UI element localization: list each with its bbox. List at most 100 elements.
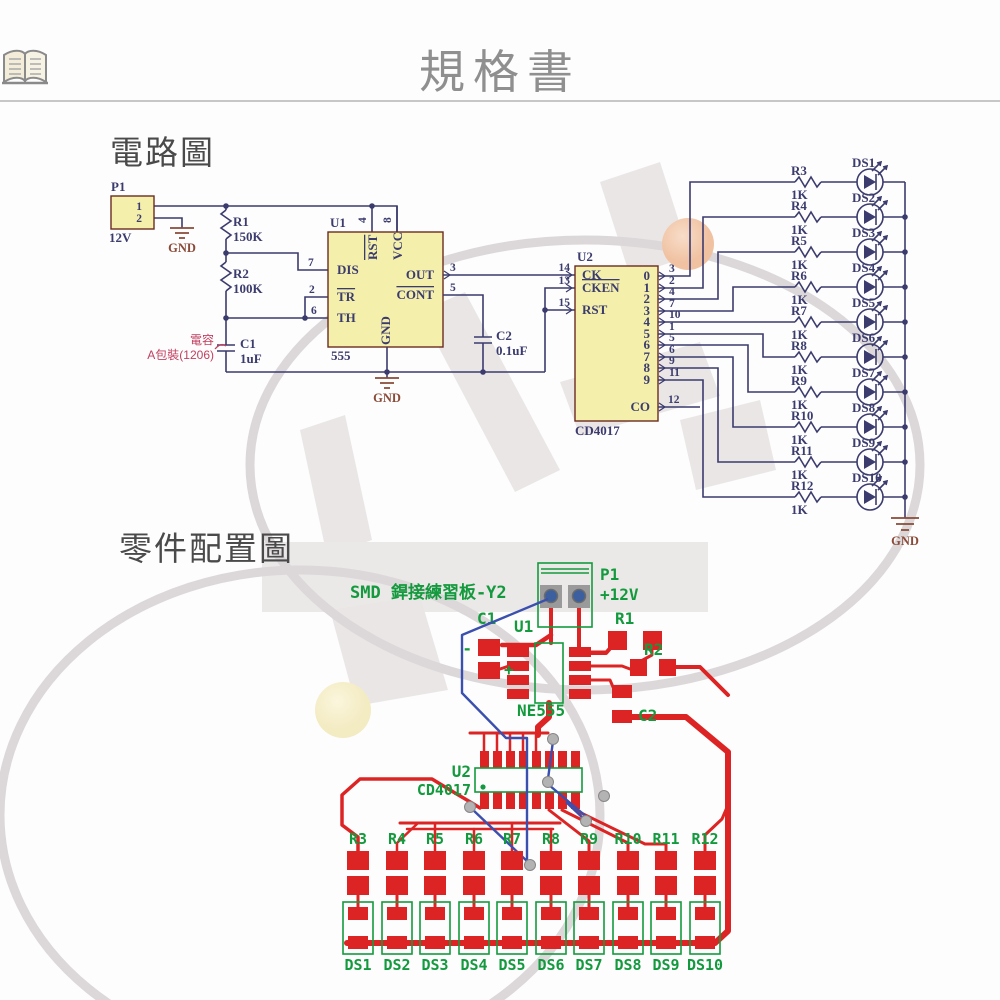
row-led-ref: DS8 — [852, 400, 876, 415]
pcb-c1-plus-mark: + — [504, 660, 514, 679]
pcb-resistor-led-column: R10 DS8 — [612, 830, 644, 974]
u1-part: 555 — [331, 348, 351, 363]
pcb-board-name: SMD 銲接練習板-Y2 — [350, 582, 507, 603]
gnd-symbol-left: GND — [168, 227, 196, 255]
ic-u1-555: U1 555 4 8 RST VCC DIS TR TH OUT CONT GN… — [308, 206, 456, 363]
pcb-led-label: DS1 — [344, 956, 371, 974]
u2-pin14-number: 14 — [559, 262, 571, 274]
led-row: 11 R12 1K DS10 — [658, 367, 906, 517]
c2-ref: C2 — [496, 328, 512, 343]
pcb-led-label: DS10 — [687, 956, 723, 974]
u1-rst-port: RST — [365, 234, 380, 260]
u2-out5-pin: 1 — [669, 321, 675, 333]
pcb-resistor-label: R8 — [542, 830, 560, 848]
u1-pin4-number: 4 — [357, 217, 369, 223]
u1-pin6-number: 6 — [311, 305, 317, 317]
u2-out6-pin: 5 — [669, 332, 675, 344]
u2-q8: 8 — [644, 360, 651, 375]
p1-pin2: 2 — [136, 213, 142, 225]
pcb-resistor-led-column: R8 DS6 — [535, 830, 567, 974]
led-row: 1 R8 1K DS6 — [658, 321, 906, 377]
u2-q6: 6 — [644, 337, 651, 352]
row-resistor-ref: R11 — [791, 443, 813, 458]
u2-q1: 1 — [644, 280, 651, 295]
pcb-resistor-led-column: R9 DS7 — [573, 830, 605, 974]
led-row: 9 R11 1K DS9 — [658, 355, 906, 482]
u2-out3-pin: 7 — [669, 298, 675, 310]
u1-cont-port: CONT — [396, 287, 434, 302]
pcb-resistor-led-column: R12 DS10 — [687, 830, 723, 974]
row-resistor-value: 1K — [791, 397, 809, 412]
u1-pin5-number: 5 — [450, 282, 456, 294]
led-row: 3 R3 1K DS1 — [658, 155, 906, 281]
row-led-ref: DS10 — [852, 470, 882, 485]
pcb-resistor-label: R4 — [388, 830, 406, 848]
r2-ref: R2 — [233, 266, 249, 281]
pcb-resistor-label: R10 — [614, 830, 641, 848]
led-row: 4 R5 1K DS3 — [658, 225, 906, 304]
pcb-led-label: DS6 — [537, 956, 564, 974]
c1-note-line2: A包裝(1206) — [147, 348, 214, 362]
pcb-u2-ref: U2 — [452, 762, 471, 781]
p1-pin1: 1 — [136, 201, 142, 213]
u1-tr-port: TR — [337, 289, 356, 304]
gnd-symbol-right: GND — [891, 517, 919, 548]
u2-pin15-number: 15 — [559, 297, 571, 309]
row-resistor-value: 1K — [791, 292, 809, 307]
ic-u2-cd4017: U2 CD4017 CK CKEN RST 14 13 15 0 1 2 3 4… — [542, 249, 700, 438]
row-resistor-ref: R4 — [791, 198, 807, 213]
gnd-right-label: GND — [891, 534, 919, 548]
led-row: 6 R10 1K DS8 — [658, 344, 906, 447]
row-resistor-ref: R10 — [791, 408, 813, 423]
row-resistor-ref: R6 — [791, 268, 807, 283]
u2-ref: U2 — [577, 249, 593, 264]
pcb-pads — [478, 631, 676, 809]
c2-value: 0.1uF — [496, 343, 527, 358]
u2-rst-port: RST — [582, 302, 608, 317]
u1-pin3-number: 3 — [450, 262, 456, 274]
pcb-connector-p1: P1 +12V — [537, 562, 639, 628]
pcb-p1-voltage: +12V — [600, 585, 639, 604]
row-resistor-ref: R7 — [791, 303, 807, 318]
pcb-resistor-led-column: R3 DS1 — [342, 830, 374, 974]
row-resistor-value: 1K — [791, 362, 809, 377]
pcb-led-label: DS4 — [460, 956, 487, 974]
u1-vcc-port: VCC — [390, 232, 405, 260]
gnd-symbol-center: GND — [373, 377, 401, 405]
header-divider — [0, 100, 1000, 102]
pcb-resistor-label: R7 — [503, 830, 521, 848]
pcb-r2-ref: R2 — [644, 640, 663, 659]
u1-gnd-port: GND — [378, 316, 393, 345]
r1-ref: R1 — [233, 214, 249, 229]
u1-th-port: TH — [337, 310, 356, 325]
pcb-copper-traces — [340, 606, 731, 946]
u2-cken-port: CKEN — [582, 280, 620, 295]
c1-note-line1: 電容 — [190, 332, 214, 347]
watermark-ball-cream — [315, 682, 371, 738]
led-row: 10 R7 1K DS5 — [658, 295, 906, 342]
row-resistor-ref: R12 — [791, 478, 813, 493]
row-led-ref: DS6 — [852, 330, 876, 345]
pcb-ic-u2: U2 CD4017 — [417, 762, 583, 799]
u1-ref: U1 — [330, 215, 346, 230]
pcb-resistor-label: R3 — [349, 830, 367, 848]
r2-value: 100K — [233, 281, 264, 296]
pcb-led-label: DS8 — [614, 956, 641, 974]
row-resistor-value: 1K — [791, 502, 809, 517]
pcb-layout-diagram: P1 +12V SMD 銲接練習板-Y2 U1 NE555 C1 - + R1 … — [315, 562, 731, 974]
c1-value: 1uF — [240, 351, 262, 366]
u2-out8-pin: 9 — [669, 355, 675, 367]
u2-q4: 4 — [644, 314, 651, 329]
u2-out2-pin: 4 — [669, 286, 675, 298]
pcb-led-label: DS3 — [421, 956, 448, 974]
row-led-ref: DS5 — [852, 295, 876, 310]
pcb-resistor-led-column: R7 DS5 — [496, 830, 528, 974]
pcb-c1-minus-mark: - — [462, 639, 472, 658]
led-row: 7 R6 1K DS4 — [658, 260, 906, 316]
p1-value: 12V — [109, 230, 132, 245]
pcb-resistor-label: R9 — [580, 830, 598, 848]
u2-part: CD4017 — [575, 423, 620, 438]
pcb-u2-part: CD4017 — [417, 781, 471, 799]
pcb-u1-ref: U1 — [514, 617, 533, 636]
gnd-left-label: GND — [168, 241, 196, 255]
